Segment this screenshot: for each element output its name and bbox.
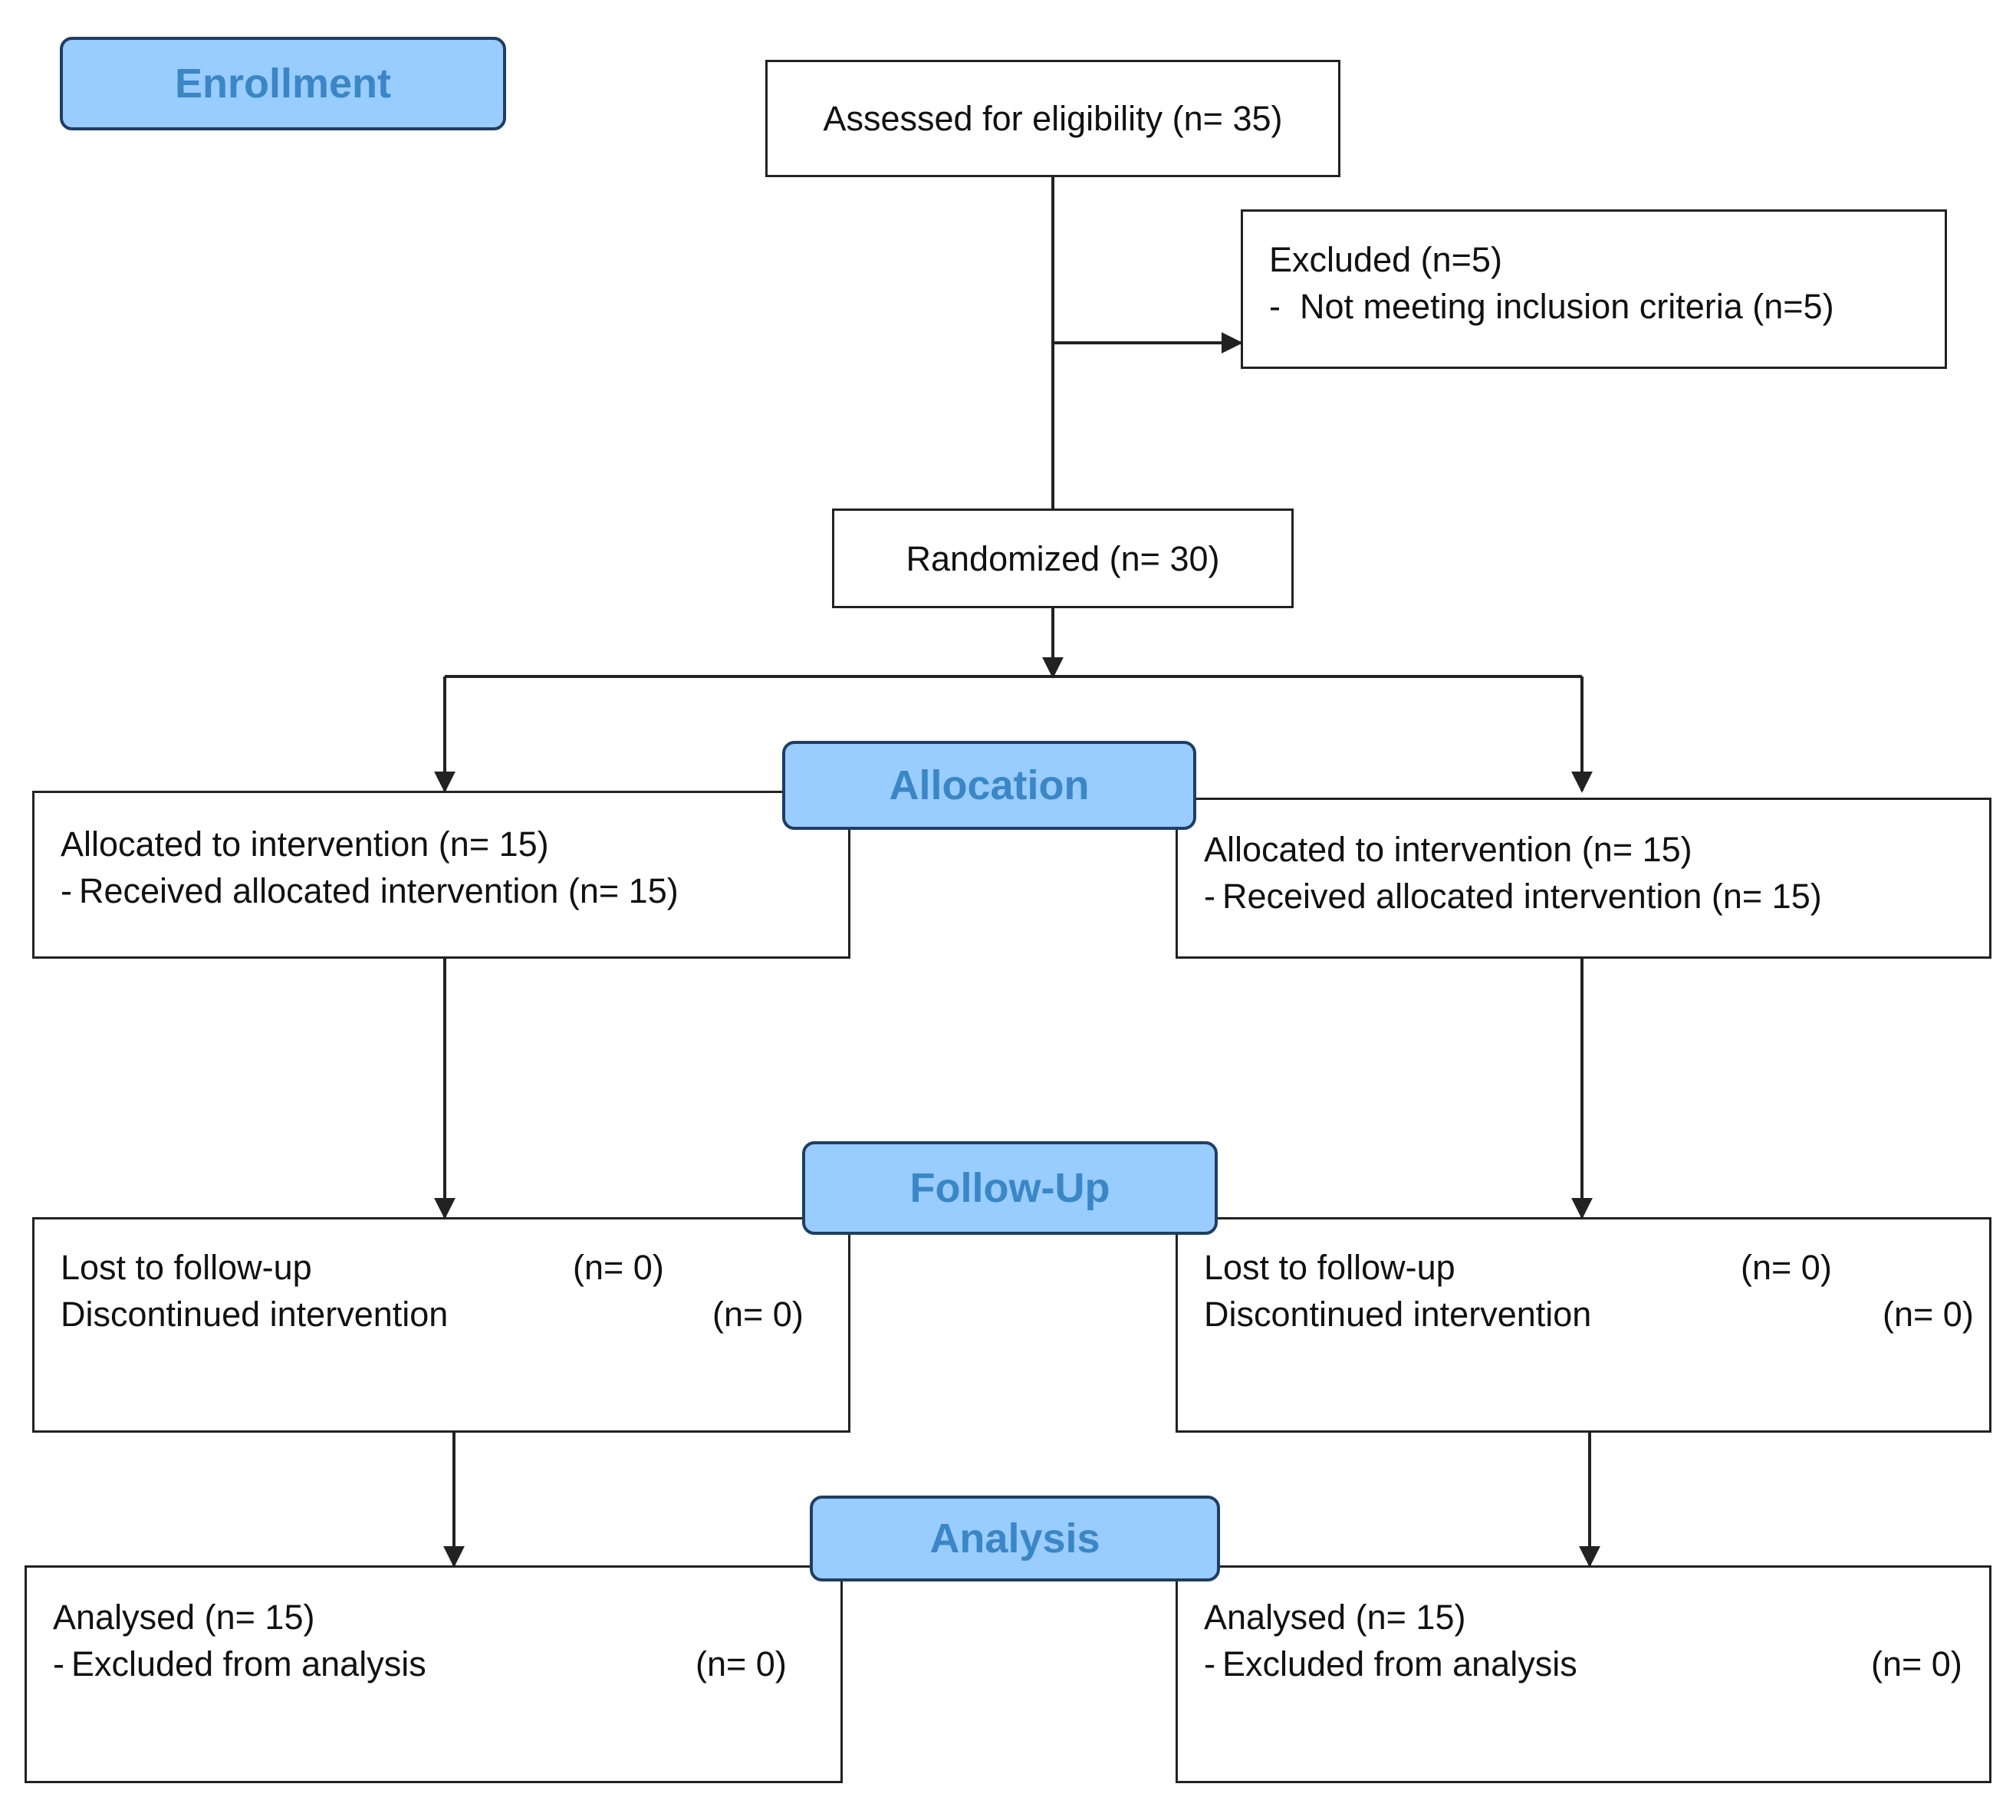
right-received-row: -Received allocated intervention (n= 15) xyxy=(1204,873,1989,920)
bullet-dash: - xyxy=(1269,287,1281,326)
left-lost-n: (n= 0) xyxy=(573,1248,664,1287)
left-excluded-label: Excluded from analysis xyxy=(71,1644,426,1683)
right-excluded-label: Excluded from analysis xyxy=(1222,1644,1577,1683)
excluded-reason-row: -Not meeting inclusion criteria (n=5) xyxy=(1269,283,1945,330)
excluded-reason: Not meeting inclusion criteria (n=5) xyxy=(1300,287,1834,326)
stage-allocation: Allocation xyxy=(782,741,1196,830)
stage-analysis: Analysis xyxy=(810,1496,1220,1581)
left-allocated-text: Allocated to intervention (n= 15) xyxy=(61,824,549,864)
left-followup-box: Lost to follow-up (n= 0) Discontinued in… xyxy=(32,1217,850,1433)
stage-allocation-label: Allocation xyxy=(889,762,1090,808)
stage-follow-up: Follow-Up xyxy=(802,1141,1218,1235)
left-discontinued-row: Discontinued intervention (n= 0) xyxy=(61,1291,848,1338)
right-excluded-n: (n= 0) xyxy=(1871,1644,1962,1683)
right-discontinued-label: Discontinued intervention xyxy=(1204,1295,1592,1334)
bullet-dash: - xyxy=(53,1644,64,1683)
left-allocation-box: Allocated to intervention (n= 15) -Recei… xyxy=(32,791,850,959)
right-analysis-box: Analysed (n= 15) -Excluded from analysis… xyxy=(1176,1565,1991,1783)
randomized-text: Randomized (n= 30) xyxy=(906,538,1220,578)
excluded-box: Excluded (n=5) -Not meeting inclusion cr… xyxy=(1241,209,1947,369)
left-discontinued-n: (n= 0) xyxy=(712,1295,804,1334)
assessed-text: Assessed for eligibility (n= 35) xyxy=(823,99,1283,138)
left-discontinued-label: Discontinued intervention xyxy=(61,1295,449,1334)
right-allocated-text: Allocated to intervention (n= 15) xyxy=(1204,830,1692,869)
stage-enrollment-label: Enrollment xyxy=(174,61,392,107)
left-lost-row: Lost to follow-up (n= 0) xyxy=(61,1244,848,1291)
left-excluded-n: (n= 0) xyxy=(696,1644,787,1683)
right-lost-label: Lost to follow-up xyxy=(1204,1248,1455,1287)
stage-follow-up-label: Follow-Up xyxy=(909,1165,1110,1211)
left-received-row: -Received allocated intervention (n= 15) xyxy=(61,867,848,914)
bullet-dash: - xyxy=(1204,1644,1215,1683)
right-analysed-text: Analysed (n= 15) xyxy=(1204,1598,1466,1637)
right-allocation-box: Allocated to intervention (n= 15) -Recei… xyxy=(1176,798,1991,959)
left-excluded-row: -Excluded from analysis (n= 0) xyxy=(53,1641,840,1687)
left-received-text: Received allocated intervention (n= 15) xyxy=(79,871,679,910)
excluded-title: Excluded (n=5) xyxy=(1269,240,1502,279)
assessed-box: Assessed for eligibility (n= 35) xyxy=(765,60,1340,177)
randomized-box: Randomized (n= 30) xyxy=(832,508,1294,608)
right-discontinued-n: (n= 0) xyxy=(1883,1295,1974,1334)
left-lost-label: Lost to follow-up xyxy=(61,1248,312,1287)
right-followup-box: Lost to follow-up (n= 0) Discontinued in… xyxy=(1176,1217,1991,1433)
right-excluded-row: -Excluded from analysis (n= 0) xyxy=(1204,1641,1989,1687)
left-analysis-box: Analysed (n= 15) -Excluded from analysis… xyxy=(25,1565,843,1783)
bullet-dash: - xyxy=(61,871,72,910)
left-analysed-text: Analysed (n= 15) xyxy=(53,1598,315,1637)
right-lost-n: (n= 0) xyxy=(1741,1248,1832,1287)
right-received-text: Received allocated intervention (n= 15) xyxy=(1222,877,1822,916)
right-lost-row: Lost to follow-up (n= 0) xyxy=(1204,1244,1989,1291)
stage-analysis-label: Analysis xyxy=(929,1516,1100,1562)
bullet-dash: - xyxy=(1204,877,1215,916)
right-discontinued-row: Discontinued intervention (n= 0) xyxy=(1204,1291,1989,1338)
stage-enrollment: Enrollment xyxy=(60,37,506,130)
